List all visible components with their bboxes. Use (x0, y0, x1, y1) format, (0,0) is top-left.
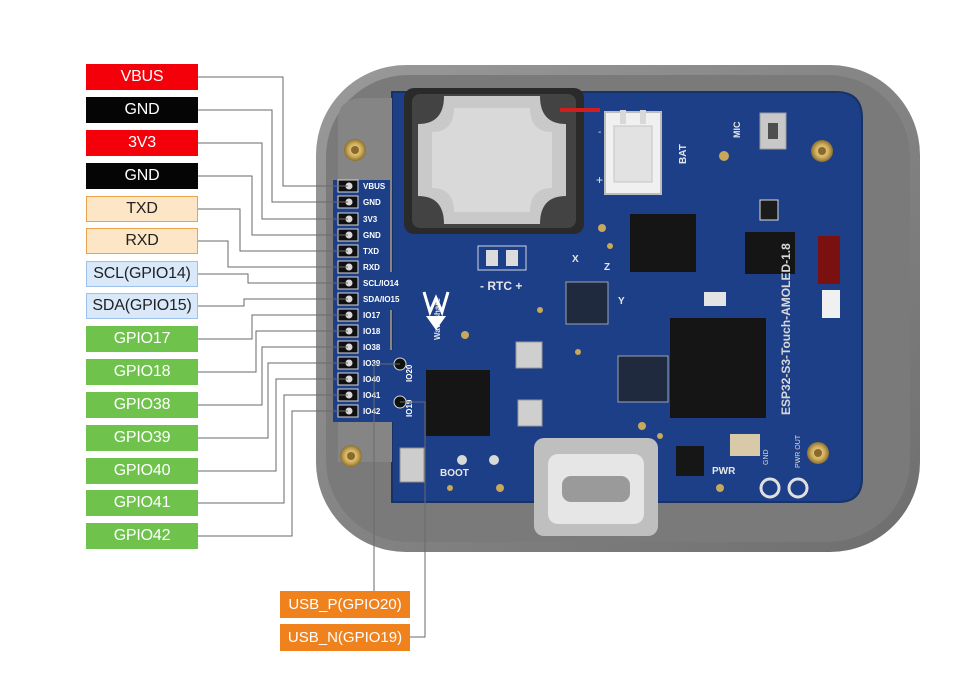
axis-y-text: Y (618, 296, 625, 307)
header-silk-label: GND (363, 198, 381, 207)
pin-label: SDA(GPIO15) (86, 293, 198, 319)
pin-label: GPIO41 (86, 490, 198, 516)
leader-line (198, 76, 348, 187)
header-pin-hole (345, 215, 353, 223)
pin-label: 3V3 (86, 130, 198, 156)
usb-pins (393, 357, 407, 409)
usb-p-label: USB_P(GPIO20) (280, 591, 410, 618)
header-pin-hole (345, 279, 353, 287)
usb-silk-io20: IO20 (405, 364, 414, 382)
header-pin-hole (345, 263, 353, 271)
leader-line (198, 175, 348, 236)
header-silk-label: IO18 (363, 327, 381, 336)
pin-label: TXD (86, 196, 198, 222)
pin-label: GND (86, 97, 198, 123)
leader-line (198, 109, 348, 203)
header-silk-label: IO42 (363, 407, 381, 416)
gnd-pad-text: GND (763, 449, 770, 465)
leader-line (198, 273, 348, 284)
pin-label: GPIO42 (86, 523, 198, 549)
bat-text: BAT (678, 144, 689, 164)
leader-line (198, 208, 348, 252)
header-silkscreen: VBUSGND3V3GNDTXDRXDSCL/IO14SDA/IO15IO17I… (363, 182, 400, 416)
leader-line (198, 394, 348, 504)
pin-header-strip-step (389, 272, 415, 310)
pwr-out-pad-text: PWR OUT (795, 434, 802, 468)
pin-label: GPIO38 (86, 392, 198, 418)
usb-leader-line (400, 401, 426, 638)
header-pin-hole (345, 375, 353, 383)
header-pin-hole (345, 198, 353, 206)
pin-label: GPIO17 (86, 326, 198, 352)
header-pin-hole (345, 182, 353, 190)
leader-line (198, 362, 348, 439)
leader-lines (198, 76, 426, 638)
header-silk-label: RXD (363, 263, 380, 272)
leader-line (198, 410, 348, 537)
header-silk-label: SDA/IO15 (363, 295, 400, 304)
pwr-text: PWR (712, 466, 736, 477)
header-silk-label: IO39 (363, 359, 381, 368)
leader-line (198, 314, 348, 340)
leader-line (198, 298, 348, 307)
rtc-text: - RTC + (480, 279, 522, 293)
leader-line (198, 346, 348, 406)
header-pin-hole (345, 295, 353, 303)
header-silk-label: IO38 (363, 343, 381, 352)
header-pin-hole (345, 327, 353, 335)
header-pin-hole (345, 247, 353, 255)
pin-label: RXD (86, 228, 198, 254)
header-pin-hole (345, 407, 353, 415)
speaker (404, 88, 600, 234)
header-silk-label: SCL/IO14 (363, 279, 399, 288)
boot-text: BOOT (440, 468, 469, 479)
leader-line (198, 378, 348, 472)
pin-label: SCL(GPIO14) (86, 261, 198, 287)
header-silk-label: VBUS (363, 182, 386, 191)
pcb-components (399, 199, 840, 499)
axis-x-text: X (572, 254, 579, 265)
leader-line (198, 240, 348, 268)
pin-label: GPIO18 (86, 359, 198, 385)
header-silk-label: TXD (363, 247, 379, 256)
header-pin-hole (345, 343, 353, 351)
pin-label: GPIO39 (86, 425, 198, 451)
pin-label: VBUS (86, 64, 198, 90)
header-silk-label: IO41 (363, 391, 381, 400)
usb-n-label: USB_N(GPIO19) (280, 624, 410, 651)
header-silk-label: IO17 (363, 311, 381, 320)
header-silk-label: IO40 (363, 375, 381, 384)
svg-text:-: - (598, 127, 601, 138)
usb-c-port (534, 438, 658, 536)
waveshare-logo (422, 291, 450, 330)
leader-line (198, 330, 348, 373)
svg-text:+: + (596, 173, 603, 187)
axis-z-text: Z (604, 262, 610, 273)
board-model-text: ESP32-S3-Touch-AMOLED-1.8 (779, 243, 793, 415)
header-pin-hole (345, 359, 353, 367)
pin-label: GND (86, 163, 198, 189)
mounting-screws (340, 139, 833, 467)
header-silk-label: 3V3 (363, 215, 378, 224)
microphone (719, 112, 787, 161)
mic-text: MIC (732, 121, 742, 138)
header-pin-hole (345, 391, 353, 399)
header-silk-label: GND (363, 231, 381, 240)
header-pin-hole (345, 231, 353, 239)
battery-connector: - + (596, 110, 662, 195)
leader-line (198, 142, 348, 220)
usb-silkscreen: IO19 IO20 (405, 364, 414, 417)
pin-label: GPIO40 (86, 458, 198, 484)
header-pin-hole (345, 311, 353, 319)
usb-silk-io19: IO19 (405, 399, 414, 417)
